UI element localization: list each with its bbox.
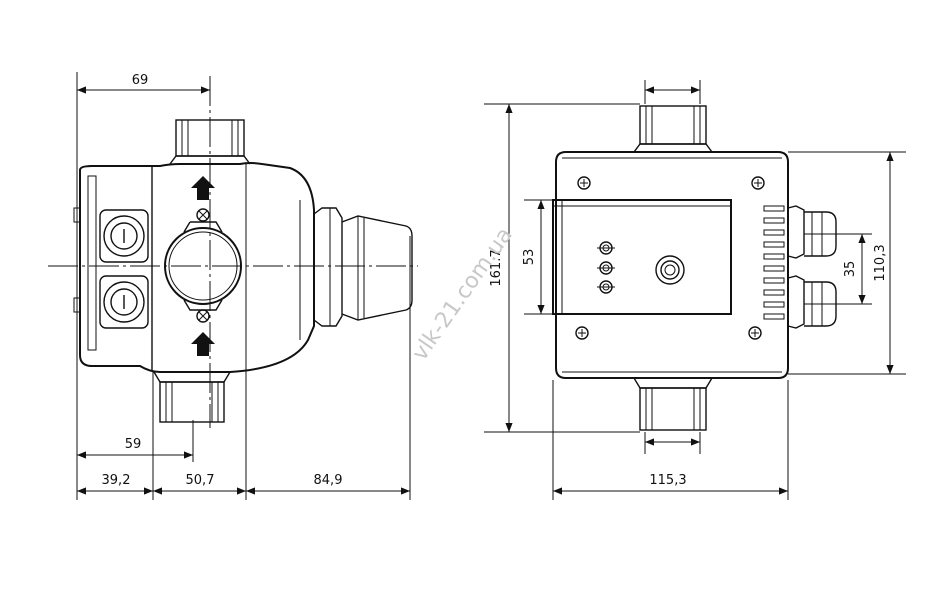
front-display-panel bbox=[552, 199, 732, 315]
side-cable-gland-bottom bbox=[99, 275, 149, 329]
dim-label-115-3: 115,3 bbox=[649, 473, 686, 488]
front-screw-bottom-right bbox=[748, 326, 762, 340]
front-led-indicators bbox=[597, 241, 615, 294]
side-bottom-pipe bbox=[153, 371, 231, 423]
dim-label-39-2: 39,2 bbox=[102, 473, 131, 488]
dim-label-84-9: 84,9 bbox=[314, 473, 343, 488]
front-screw-top-left bbox=[577, 176, 591, 190]
side-housing bbox=[73, 162, 315, 373]
flow-arrow-top bbox=[191, 176, 215, 200]
front-bottom-pipe bbox=[633, 377, 713, 431]
front-cable-gland-bottom bbox=[787, 275, 837, 329]
front-dimensions bbox=[484, 80, 906, 500]
dim-label-53: 53 bbox=[522, 249, 537, 266]
front-top-pipe bbox=[633, 105, 713, 153]
front-housing bbox=[555, 151, 789, 379]
side-view bbox=[48, 76, 418, 428]
front-cable-gland-top bbox=[787, 205, 837, 259]
front-cooling-fins bbox=[763, 205, 785, 320]
side-right-connector bbox=[313, 207, 413, 327]
front-screw-top-right bbox=[751, 176, 765, 190]
dim-label-69: 69 bbox=[132, 73, 149, 88]
flow-arrow-bottom bbox=[191, 332, 215, 356]
dim-label-35: 35 bbox=[843, 261, 858, 278]
dim-label-161-7: 161.7 bbox=[489, 249, 504, 286]
front-screw-bottom-left bbox=[575, 326, 589, 340]
dim-label-59: 59 bbox=[125, 437, 142, 452]
front-reset-button bbox=[655, 255, 685, 285]
dim-label-50-7: 50,7 bbox=[186, 473, 215, 488]
side-cable-gland-top bbox=[99, 209, 149, 263]
front-view bbox=[552, 105, 837, 431]
side-dimensions bbox=[76, 72, 411, 500]
dim-label-110-3: 110,3 bbox=[873, 244, 888, 281]
watermark-text: vlk-21.com.ua bbox=[408, 223, 518, 365]
